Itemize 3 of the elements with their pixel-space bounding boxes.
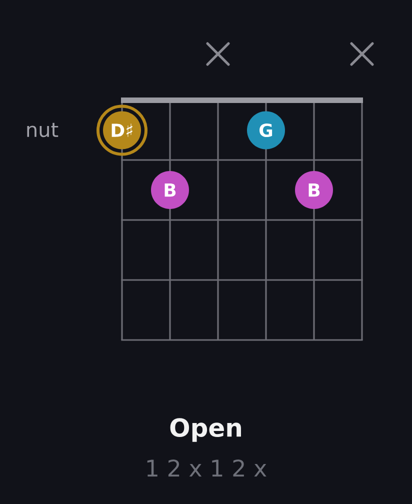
nut-label: nut <box>27 122 58 138</box>
chord-name: Open <box>170 418 241 442</box>
fingering-text: 1 2 x 1 2 x <box>147 459 266 477</box>
